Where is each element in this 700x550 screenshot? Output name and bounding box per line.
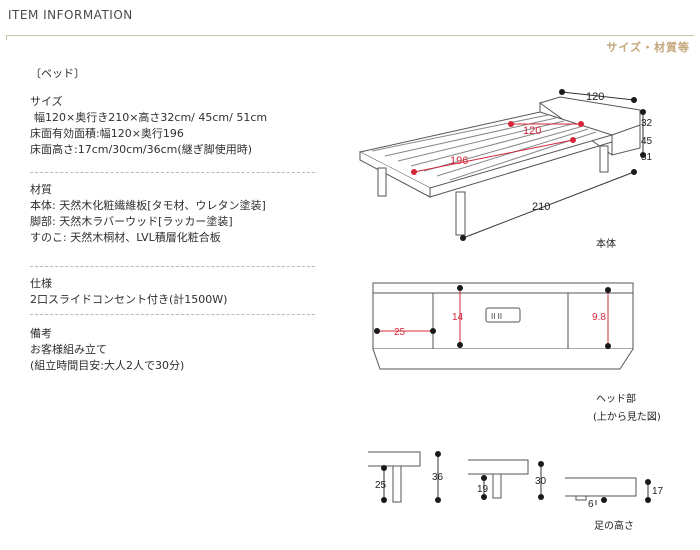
headboard-caption-sub: (上から見た図) xyxy=(593,412,661,423)
notes-heading: 備考 xyxy=(30,327,52,340)
category-label: 〔ベッド〕 xyxy=(30,67,85,80)
page-title: ITEM INFORMATION xyxy=(8,8,133,22)
material-section: 材質 本体: 天然木化粧繊維板[タモ材、ウレタン塗装] 脚部: 天然木ラバーウッ… xyxy=(30,182,315,246)
dim-width: 120 xyxy=(586,91,604,103)
size-floor-area: 床面有効面積:幅120×奥行196 xyxy=(30,127,184,140)
dim-leg3-height: 6 xyxy=(588,499,594,510)
dim-slat-length: 196 xyxy=(450,155,468,167)
material-heading: 材質 xyxy=(30,183,52,196)
notes-assembly-time: (組立時間目安:大人2人で30分) xyxy=(30,359,185,372)
dim-right-depth: 9.8 xyxy=(592,312,606,323)
features-heading: 仕様 xyxy=(30,277,52,290)
headboard-caption: ヘッド部 xyxy=(596,394,636,405)
leg-diagram-1 xyxy=(368,451,421,503)
features-section: 仕様 2口スライドコンセント付き(計1500W) xyxy=(30,276,315,308)
dim-leg1-height: 25 xyxy=(375,480,387,491)
material-body: 本体: 天然木化粧繊維板[タモ材、ウレタン塗装] xyxy=(30,199,266,212)
outlet-icon: II II xyxy=(491,312,502,321)
size-heading: サイズ xyxy=(30,95,63,108)
dim-headboard-depth: 14 xyxy=(452,312,464,323)
bed-body-diagram xyxy=(358,96,641,236)
features-outlet: 2口スライドコンセント付き(計1500W) xyxy=(30,293,228,306)
notes-assembly: お客様組み立て xyxy=(30,343,107,356)
legs-caption: 足の高さ xyxy=(594,521,634,532)
header-divider-corner xyxy=(6,35,7,40)
dim-length: 210 xyxy=(532,201,550,213)
material-slats: すのこ: 天然木桐材、LVL積層化粧合板 xyxy=(30,231,221,244)
body-caption: 本体 xyxy=(596,239,616,250)
section-subtitle: サイズ・材質等 xyxy=(606,41,690,54)
separator xyxy=(30,266,315,267)
separator xyxy=(30,314,315,315)
size-section: サイズ 幅120×奥行き210×高さ32cm/ 45cm/ 51cm 床面有効面… xyxy=(30,94,315,158)
dim-leg1-total: 36 xyxy=(432,472,444,483)
bed-body-dimensions xyxy=(411,89,646,241)
size-floor-height: 床面高さ:17cm/30cm/36cm(継ぎ脚使用時) xyxy=(30,143,252,156)
size-dimensions: 幅120×奥行き210×高さ32cm/ 45cm/ 51cm xyxy=(34,111,268,124)
dim-leg2-total: 30 xyxy=(535,476,547,487)
dim-height-51: 51 xyxy=(641,152,653,163)
leg-diagram-3 xyxy=(565,477,637,501)
headboard-dimensions xyxy=(374,285,611,349)
spec-category: 〔ベッド〕 xyxy=(30,66,315,82)
header-divider xyxy=(6,35,694,36)
dim-height-32: 32 xyxy=(641,118,653,129)
material-legs: 脚部: 天然木ラバーウッド[ラッカー塗装] xyxy=(30,215,233,228)
separator xyxy=(30,172,315,173)
dim-leg2-height: 19 xyxy=(477,484,489,495)
dim-slat-width: 120 xyxy=(523,125,541,137)
notes-section: 備考 お客様組み立て (組立時間目安:大人2人で30分) xyxy=(30,326,315,374)
headboard-diagram xyxy=(372,282,634,370)
dim-compartment-width: 25 xyxy=(394,327,406,338)
leg-diagram-2 xyxy=(468,459,529,499)
dim-height-45: 45 xyxy=(641,136,653,147)
dim-leg3-total: 17 xyxy=(652,486,664,497)
